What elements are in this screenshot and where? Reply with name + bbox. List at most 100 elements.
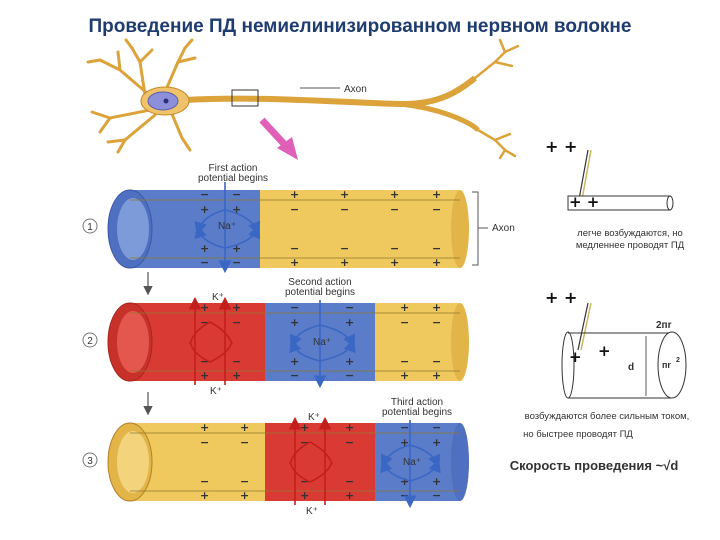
svg-text:+: +: [290, 188, 299, 201]
svg-text:−: −: [432, 355, 441, 368]
svg-text:−: −: [200, 436, 209, 449]
svg-text:−: −: [290, 242, 299, 255]
svg-text:+: +: [340, 188, 349, 201]
thick-fiber-panel: + + + + d 2пr пr 2 возбуждаются более си…: [523, 288, 689, 440]
thick-fiber-tube: [568, 332, 672, 399]
thick-note-line2: но быстрее проводят ПД: [523, 429, 633, 440]
svg-text:−: −: [200, 475, 209, 488]
stage-2-caption-line2: potential begins: [285, 287, 355, 298]
svg-text:+: +: [200, 203, 209, 216]
svg-text:−: −: [200, 316, 209, 329]
svg-text:−: −: [340, 242, 349, 255]
svg-text:+: +: [200, 242, 209, 255]
stage-3-caption-line2: potential begins: [382, 407, 452, 418]
svg-text:−: −: [240, 436, 249, 449]
thick-note-line1: возбуждаются более сильным током,: [525, 411, 690, 422]
thick-charge-1: +: [569, 348, 582, 366]
svg-text:−: −: [432, 421, 441, 434]
stage-2-ion-k-top: K⁺: [212, 292, 224, 303]
svg-text:+: +: [400, 369, 409, 382]
svg-text:+: +: [300, 421, 309, 434]
svg-text:+: +: [345, 316, 354, 329]
svg-text:+: +: [390, 188, 399, 201]
axon-terminals: [473, 38, 520, 160]
stage-3: Third action potential begins ++++−− −−−…: [82, 397, 469, 517]
zoom-box: [231, 89, 259, 107]
stage-1-bracket: [472, 191, 479, 266]
svg-text:+: +: [390, 256, 399, 269]
svg-text:−: −: [200, 256, 209, 269]
svg-text:−: −: [432, 316, 441, 329]
svg-text:−: −: [345, 436, 354, 449]
zoom-arrow: [259, 117, 288, 148]
conduction-speed-formula: Скорость проведения ~√d: [510, 458, 679, 473]
svg-text:+: +: [200, 369, 209, 382]
thin-note-line2: медленнее проводят ПД: [576, 240, 685, 251]
stage-1-caption-line2: potential begins: [198, 173, 268, 184]
page-title: Проведение ПД немиелинизированном нервно…: [88, 16, 632, 37]
stage-1-ion-na: Na⁺: [218, 221, 236, 232]
stage-2-caption-line1: Second action: [288, 277, 351, 288]
svg-text:−: −: [300, 436, 309, 449]
thick-area-label: пr: [662, 360, 671, 370]
svg-text:+: +: [432, 369, 441, 382]
svg-text:+: +: [345, 355, 354, 368]
svg-text:−: −: [340, 203, 349, 216]
svg-text:−: −: [432, 203, 441, 216]
stage-3-number: 3: [87, 456, 93, 467]
svg-text:−: −: [200, 188, 209, 201]
thick-electrode: [577, 302, 589, 351]
svg-text:−: −: [400, 489, 409, 502]
svg-text:−: −: [345, 475, 354, 488]
svg-text:+: +: [345, 421, 354, 434]
svg-text:+: +: [232, 203, 241, 216]
stage-2-ion-k-bottom: K⁺: [210, 386, 222, 397]
svg-text:−: −: [300, 475, 309, 488]
svg-text:−: −: [232, 316, 241, 329]
svg-text:+: +: [400, 475, 409, 488]
svg-text:+: +: [232, 242, 241, 255]
dendrites: [86, 38, 197, 154]
thick-area-exponent: 2: [676, 357, 680, 364]
svg-text:+: +: [400, 436, 409, 449]
svg-text:−: −: [390, 203, 399, 216]
svg-text:−: −: [432, 489, 441, 502]
stage-1-number: 1: [87, 222, 93, 233]
svg-text:−: −: [200, 355, 209, 368]
thick-charges-top: + +: [545, 288, 577, 307]
svg-text:−: −: [400, 355, 409, 368]
svg-text:+: +: [240, 489, 249, 502]
svg-text:−: −: [400, 316, 409, 329]
thin-fiber-panel: + + + + легче возбуждаются, но медленнее…: [545, 137, 685, 251]
thin-note-line1: легче возбуждаются, но: [577, 228, 683, 239]
svg-text:−: −: [345, 301, 354, 314]
stage-1-caption-line1: First action: [209, 163, 258, 174]
stage-2-number-circle: [82, 332, 98, 348]
stage-3-ion-na: Na⁺: [403, 457, 421, 468]
svg-text:+: +: [290, 256, 299, 269]
thick-circumference-label: 2пr: [656, 320, 672, 331]
svg-text:+: +: [200, 421, 209, 434]
stage-3-depolarized-segment: [265, 423, 375, 501]
stage-1: First action potential begins −−++++ ++−…: [82, 163, 515, 274]
thin-charges-inside: + +: [569, 193, 599, 211]
axon-label: Axon: [344, 84, 367, 95]
svg-text:−: −: [432, 242, 441, 255]
svg-text:+: +: [232, 301, 241, 314]
svg-text:+: +: [232, 369, 241, 382]
stage-1-side-label: Axon: [492, 223, 515, 234]
svg-text:+: +: [432, 301, 441, 314]
thick-charge-2: +: [598, 342, 611, 360]
stage-2-number: 2: [87, 336, 93, 347]
svg-text:+: +: [432, 475, 441, 488]
svg-text:−: −: [345, 369, 354, 382]
stage-1-number-circle: [82, 218, 98, 234]
svg-text:+: +: [432, 188, 441, 201]
svg-text:+: +: [345, 489, 354, 502]
svg-text:−: −: [232, 188, 241, 201]
stage-2-ion-na: Na⁺: [313, 337, 331, 348]
stage-3-ion-k-top: K⁺: [308, 412, 320, 423]
neuron-illustration: Axon: [86, 38, 520, 160]
nucleus: [147, 91, 179, 111]
